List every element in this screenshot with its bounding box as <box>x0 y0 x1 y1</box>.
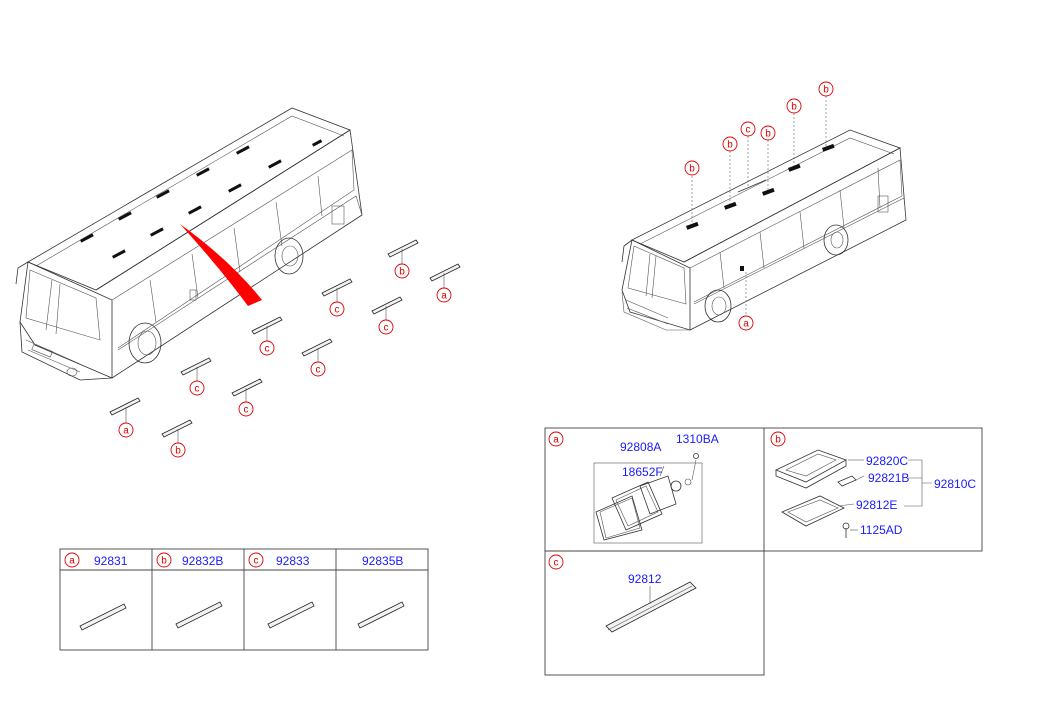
part-number-92808a: 92808A <box>620 440 661 454</box>
callout-c: c <box>265 344 270 355</box>
strip-callout-c6 <box>231 378 263 417</box>
strip-callout-b2 <box>161 419 193 458</box>
part-number-92810c: 92810C <box>934 477 976 491</box>
callout-a: a <box>123 426 129 437</box>
part-number-92831: 92831 <box>94 554 128 568</box>
table-callout-a: a <box>69 556 75 567</box>
part-number-92832b: 92832B <box>182 554 223 568</box>
part-number-92812: 92812 <box>628 572 662 586</box>
callout-b: b <box>689 164 695 175</box>
detail-panel <box>544 427 983 676</box>
detail-callout-c: c <box>554 558 559 569</box>
table-callout-b: b <box>161 556 167 567</box>
part-number-92812e: 92812E <box>856 498 897 512</box>
callout-a: a <box>743 319 749 330</box>
part-number-92835b: 92835B <box>362 554 403 568</box>
loose-strips <box>109 239 461 458</box>
strip-callout-a1 <box>429 263 461 303</box>
parts-table <box>59 548 429 651</box>
callout-b: b <box>791 102 797 113</box>
callout-c: c <box>195 384 200 395</box>
part-number-92821b: 92821B <box>868 471 909 485</box>
callout-c: c <box>746 125 751 136</box>
detail-b <box>770 431 932 538</box>
strip-callout-c2 <box>371 296 403 335</box>
callout-c: c <box>244 405 249 416</box>
callout-b: b <box>399 267 405 278</box>
detail-callout-b: b <box>775 435 781 446</box>
callout-c: c <box>335 305 340 316</box>
left-bus-drawing <box>15 107 363 381</box>
detail-a <box>548 431 703 544</box>
strip-callout-c1 <box>321 278 353 317</box>
callout-b: b <box>765 129 771 140</box>
strip-callout-c3 <box>251 316 283 356</box>
detail-callout-a: a <box>553 435 559 446</box>
detail-c <box>548 554 697 633</box>
highlight-pointer <box>180 224 262 306</box>
callout-b: b <box>727 140 733 151</box>
callout-b: b <box>175 446 181 457</box>
table-callout-c: c <box>254 556 259 567</box>
right-bus-drawing <box>621 81 907 331</box>
callout-c: c <box>316 365 321 376</box>
callout-c: c <box>384 323 389 334</box>
strip-callout-c5 <box>180 357 212 396</box>
part-number-92820c: 92820C <box>866 454 908 468</box>
part-number-18652f: 18652F <box>622 465 663 479</box>
part-number-1125ad: 1125AD <box>860 523 903 537</box>
part-number-1310ba: 1310BA <box>676 432 719 446</box>
strip-callout-c4 <box>301 338 333 377</box>
callout-a: a <box>441 291 447 302</box>
part-number-92833: 92833 <box>276 554 310 568</box>
strip-callout-b1 <box>387 239 419 279</box>
callout-b: b <box>823 85 829 96</box>
strip-callout-a2 <box>109 397 141 438</box>
